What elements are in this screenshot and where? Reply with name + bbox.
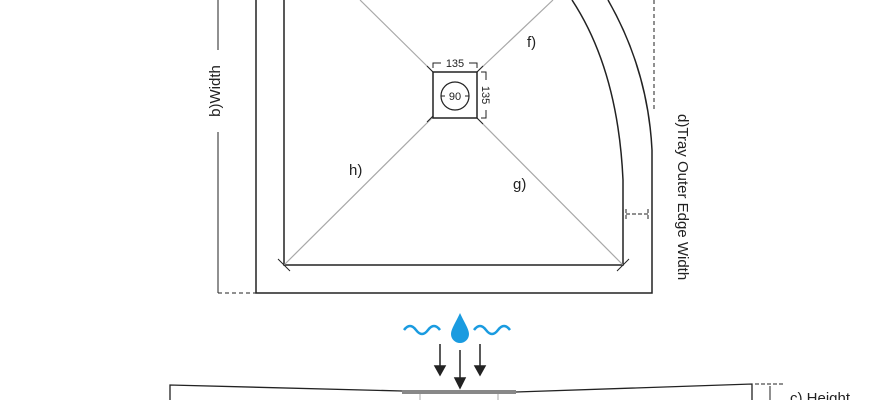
tray-side-profile [169, 383, 753, 400]
drain-grate-profile [402, 390, 516, 394]
diagonal-label-g: g) [513, 176, 526, 193]
drain-flow-arrows-icon [433, 344, 487, 390]
tray-outer-outline [255, 0, 653, 294]
drain-length-label: 135 [479, 86, 491, 104]
height-label: c) Height [790, 390, 851, 400]
drain-width-label: 135 [446, 58, 464, 70]
water-drop-icon [451, 313, 469, 343]
tray-outer-edge-width-label: d)Tray Outer Edge Width [674, 114, 691, 280]
tray-inner-outline [283, 0, 624, 266]
water-waves-icon [403, 324, 511, 336]
diagonal-label-h: h) [349, 162, 362, 179]
width-label: b)Width [207, 65, 224, 117]
diagonal-label-f: f) [527, 34, 536, 51]
drain-diameter-label: 90 [449, 91, 461, 103]
diagonals [283, 0, 624, 266]
